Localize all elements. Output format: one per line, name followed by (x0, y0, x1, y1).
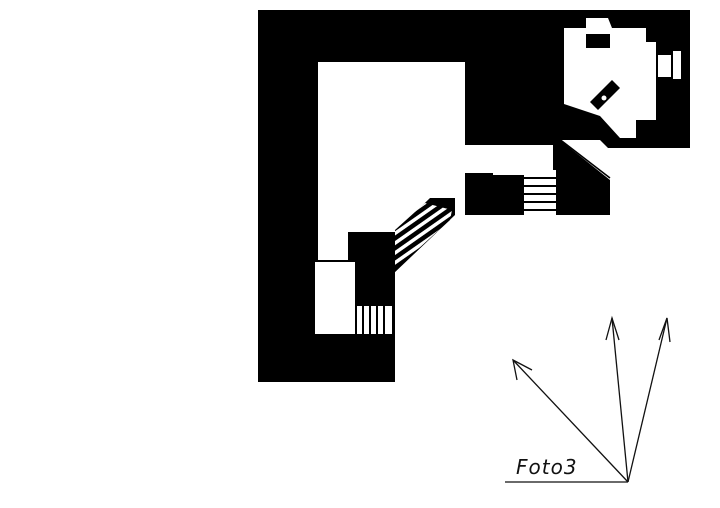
view-arrow-3-head (658, 317, 671, 343)
tower-window-frame (671, 49, 683, 81)
outline (523, 10, 611, 179)
view-arrow-2-head (605, 315, 620, 341)
view-arrow-1 (512, 359, 629, 483)
view-arrow-3 (627, 317, 668, 483)
view-arrow-2 (611, 317, 629, 483)
stair-right (524, 170, 556, 215)
tower-diagonal (590, 80, 620, 110)
view-arrow-1-head (512, 358, 533, 381)
photo-caption: Foto3 (516, 455, 578, 479)
lower-chamber-upper (318, 232, 348, 260)
stair-diagonal (395, 203, 452, 270)
stair-bottom (350, 306, 392, 334)
tower-niche (586, 34, 610, 48)
lower-chamber (315, 262, 355, 334)
photo-viewpoint-arrows (505, 315, 671, 483)
small-chamber (465, 145, 493, 173)
tower-window (658, 55, 672, 77)
